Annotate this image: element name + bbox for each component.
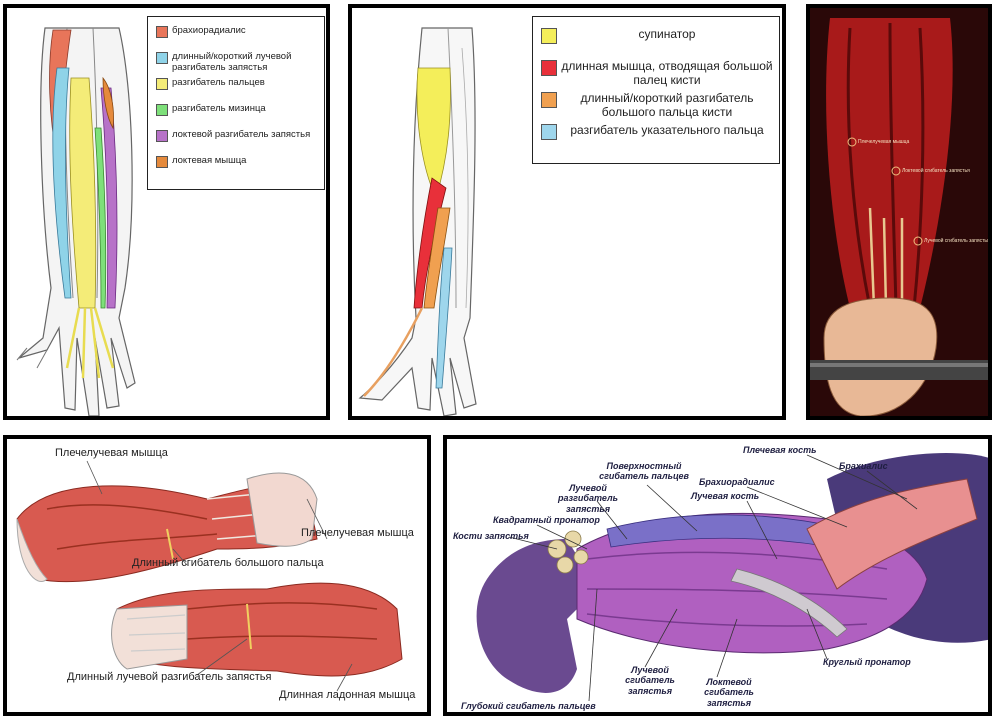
label-pronator-quadratus: Квадратный пронатор — [493, 515, 600, 525]
legend-item: супинатор — [541, 27, 773, 44]
panel-forearm-views: Плечелучевая мышца Плечелучевая мышца Дл… — [3, 435, 431, 716]
label-radius: Лучевая кость — [691, 491, 760, 501]
legend-item: локтевая мышца — [156, 155, 320, 168]
legend-item: разгибатель мизинца — [156, 103, 320, 116]
forearm-muscle-photo-illustration — [810, 8, 988, 416]
legend-extensor-muscles: брахиорадиалис длинный/короткий лучевой р… — [147, 16, 325, 190]
label-flexor-carpi-radialis: Лучевой сгибатель запястья — [924, 238, 990, 244]
label-flexor-digitorum-superficialis: Поверхностный сгибатель пальцев — [599, 461, 689, 482]
label-humerus: Плечевая кость — [743, 445, 817, 455]
label-brachialis: Брахиалис — [839, 461, 888, 471]
legend-label: длинная мышца, отводящая большой палец к… — [561, 59, 773, 88]
legend-label: локтевой разгибатель запястья — [172, 129, 311, 140]
panel-deep-extensor-muscles: супинатор длинная мышца, отводящая большо… — [348, 4, 786, 420]
legend-swatch — [156, 78, 168, 90]
legend-item: разгибатель указательного пальца — [541, 123, 773, 140]
legend-label: длинный/короткий лучевой разгибатель зап… — [172, 51, 292, 74]
label-extensor-carpi-radialis-longus: Длинный лучевой разгибатель запястья — [67, 671, 272, 683]
legend-item: длинный/короткий лучевой разгибатель зап… — [156, 51, 320, 74]
legend-item: длинная мышца, отводящая большой палец к… — [541, 59, 773, 88]
label-flexor-pollicis-longus: Длинный сгибатель большого пальца — [132, 557, 324, 569]
legend-swatch — [156, 130, 168, 142]
label-flexor-carpi-radialis: Лучевой сгибатель запястья — [625, 665, 675, 696]
label-extensor-carpi-radialis: Лучевой разгибатель запястья — [558, 483, 618, 514]
legend-item: длинный/короткий разгибатель большого па… — [541, 91, 773, 120]
legend-label: брахиорадиалис — [172, 25, 246, 36]
label-palmaris-longus: Длинная ладонная мышца — [279, 689, 416, 701]
forearm-deep-extensor-illustration — [358, 27, 477, 416]
legend-swatch — [156, 52, 168, 64]
legend-swatch — [156, 26, 168, 38]
legend-label: супинатор — [638, 27, 696, 41]
panel-extensor-muscles: брахиорадиалис длинный/короткий лучевой р… — [3, 4, 330, 420]
legend-swatch — [156, 156, 168, 168]
label-brachioradialis: Плечелучевая мышца — [858, 139, 910, 145]
legend-swatch — [156, 104, 168, 116]
forearm-views-illustration — [16, 460, 403, 692]
legend-item: брахиорадиалис — [156, 25, 320, 38]
label-flexor-carpi-ulnaris: Локтевой сгибатель запястья — [704, 677, 754, 708]
legend-label: локтевая мышца — [172, 155, 247, 166]
label-brachioradialis: Брахиорадиалис — [699, 477, 775, 487]
legend-swatch — [541, 28, 557, 44]
legend-deep-extensor-muscles: супинатор длинная мышца, отводящая большо… — [532, 16, 780, 164]
legend-swatch — [541, 92, 557, 108]
panel-flexor-photo: Плечелучевая мышца Локтевой сгибатель за… — [806, 4, 992, 420]
legend-label: разгибатель пальцев — [172, 77, 265, 88]
forearm-flexor-render-illustration — [476, 453, 988, 702]
label-flexor-carpi-ulnaris: Локтевой сгибатель запястья — [902, 168, 970, 174]
legend-label: длинный/короткий разгибатель большого па… — [580, 91, 754, 120]
forearm-extensor-illustration — [16, 27, 136, 416]
legend-item: локтевой разгибатель запястья — [156, 129, 320, 142]
legend-label: разгибатель указательного пальца — [570, 123, 764, 137]
legend-item: разгибатель пальцев — [156, 77, 320, 90]
label-flexor-digitorum-profundus: Глубокий сгибатель пальцев — [461, 701, 596, 711]
legend-swatch — [541, 124, 557, 140]
legend-label: разгибатель мизинца — [172, 103, 266, 114]
label-brachioradialis-mid: Плечелучевая мышца — [301, 527, 414, 539]
panel-forearm-flexor-render: Плечевая кость Брахиалис Поверхностный с… — [443, 435, 992, 716]
legend-swatch — [541, 60, 557, 76]
label-brachioradialis-top: Плечелучевая мышца — [55, 447, 168, 459]
label-carpal-bones: Кости запястья — [453, 531, 529, 541]
label-pronator-teres: Круглый пронатор — [823, 657, 911, 667]
